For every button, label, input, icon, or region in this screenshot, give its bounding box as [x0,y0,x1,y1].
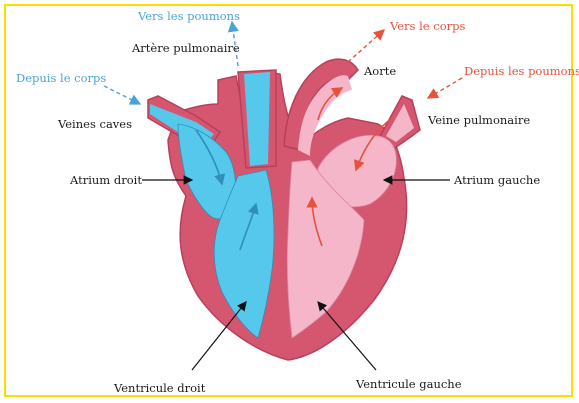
arrow-vers-corps [348,30,384,62]
label-artere-pulmonaire: Artère pulmonaire [131,41,240,55]
arrow-depuis-poumons [428,78,462,98]
label-depuis-corps: Depuis le corps [16,71,106,85]
label-vers-corps: Vers le corps [389,19,465,33]
label-aorte: Aorte [363,64,396,78]
label-atrium-gauche: Atrium gauche [453,173,540,187]
label-veines-caves: Veines caves [57,117,132,131]
label-depuis-poumons: Depuis les poumons [464,64,579,78]
label-ventricule-droit: Ventricule droit [113,381,206,395]
arrow-depuis-corps [104,86,140,104]
heart-muscle [168,72,407,360]
label-atrium-droit: Atrium droit [69,173,142,187]
label-veine-pulmonaire: Veine pulmonaire [427,113,530,127]
label-ventricule-gauche: Ventricule gauche [355,377,462,391]
label-vers-poumons: Vers les poumons [137,9,240,23]
